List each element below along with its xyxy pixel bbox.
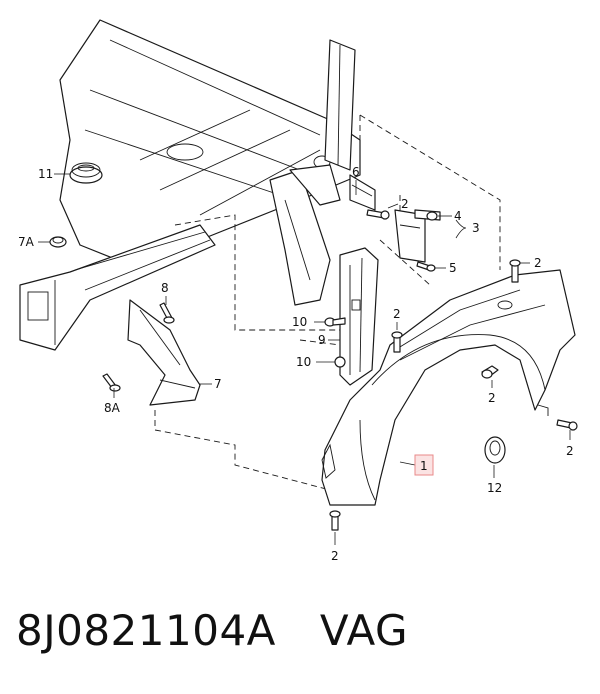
bracket-7 bbox=[127, 299, 201, 406]
callout-1: 1 bbox=[420, 459, 428, 473]
parts-diagram: 11 7A 8 8A 7 6 2 4 3 5 2 10 9 10 2 2 2 1… bbox=[18, 19, 578, 563]
callout-7: 7 bbox=[214, 377, 222, 391]
callout-labels: 11 7A 8 8A 7 6 2 4 3 5 2 10 9 10 2 2 2 1… bbox=[18, 165, 574, 563]
part-1-highlight bbox=[414, 454, 434, 476]
callout-2-bottom: 2 bbox=[331, 549, 339, 563]
callout-6: 6 bbox=[352, 165, 360, 179]
callout-10-upper: 10 bbox=[292, 315, 307, 329]
bracket-6 bbox=[349, 174, 376, 211]
part-number: 8J0821104A bbox=[16, 606, 276, 655]
callout-8: 8 bbox=[161, 281, 169, 295]
callout-8a: 8A bbox=[104, 401, 121, 415]
callout-5: 5 bbox=[449, 261, 457, 275]
callout-7a: 7A bbox=[18, 235, 35, 249]
callout-2-right: 2 bbox=[566, 444, 574, 458]
grommet-12 bbox=[484, 436, 506, 464]
brand-name: VAG bbox=[319, 606, 408, 655]
grommet-11 bbox=[69, 162, 103, 184]
callout-10-lower: 10 bbox=[296, 355, 311, 369]
callout-9: 9 bbox=[318, 333, 326, 347]
leader-lines bbox=[38, 173, 571, 545]
callout-4: 4 bbox=[454, 209, 462, 223]
callout-2-bracket: 2 bbox=[401, 197, 409, 211]
callout-2-arch: 2 bbox=[488, 391, 496, 405]
grommet-7a bbox=[49, 236, 67, 248]
callout-3: 3 bbox=[472, 221, 480, 235]
callout-2-left-fender: 2 bbox=[393, 307, 401, 321]
fender bbox=[321, 269, 576, 506]
wheel-house bbox=[269, 164, 341, 306]
callout-11: 11 bbox=[38, 167, 53, 181]
callout-12: 12 bbox=[487, 481, 502, 495]
bolts bbox=[102, 209, 578, 531]
bracket-9 bbox=[339, 247, 379, 386]
caption: 8J0821104A VAG bbox=[16, 606, 586, 666]
callout-2-top-right: 2 bbox=[534, 256, 542, 270]
front-rail bbox=[19, 224, 216, 351]
